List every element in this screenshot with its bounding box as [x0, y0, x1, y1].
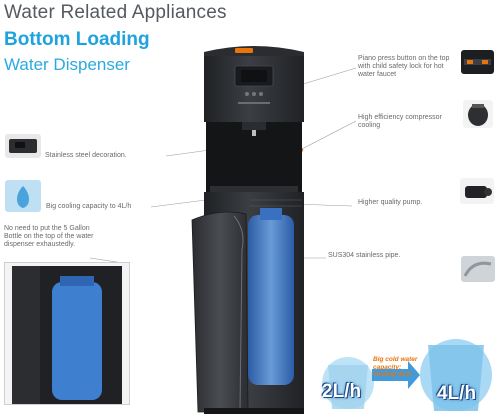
product-subheading: Water Dispenser — [4, 55, 130, 74]
bottle-detail-image — [4, 262, 130, 405]
page-title: Water Related Appliances — [4, 2, 227, 23]
feature-piano-button: Piano press button on the top with child… — [358, 55, 450, 78]
decoration-thumbnail — [5, 134, 41, 158]
water-dispenser-image — [191, 46, 304, 414]
feature-compressor: High efficiency compressor cooling — [358, 114, 442, 129]
compressor-thumbnail — [463, 100, 493, 128]
feature-pump: Higher quality pump. — [358, 199, 423, 206]
pipe-thumbnail — [461, 256, 495, 282]
cooling-thumbnail — [5, 180, 41, 212]
feature-decoration: Stainless steel decoration. — [45, 152, 127, 159]
feature-stainless-pipe: SUS304 stainless pipe. — [328, 252, 401, 259]
piano-button-thumbnail — [461, 50, 494, 74]
pump-thumbnail — [460, 178, 494, 204]
feature-bottom-loading: No need to put the 5 Gallon Bottle on th… — [4, 225, 94, 248]
capacity-before: 2L/h — [322, 381, 362, 402]
product-heading: Bottom Loading — [4, 29, 150, 50]
capacity-callout: Big cold water capacity: cooling 4L/h — [373, 356, 418, 378]
capacity-comparison-graphic — [322, 339, 492, 411]
feature-cooling: Big cooling capacity to 4L/h — [46, 203, 132, 210]
capacity-after: 4L/h — [437, 383, 477, 404]
